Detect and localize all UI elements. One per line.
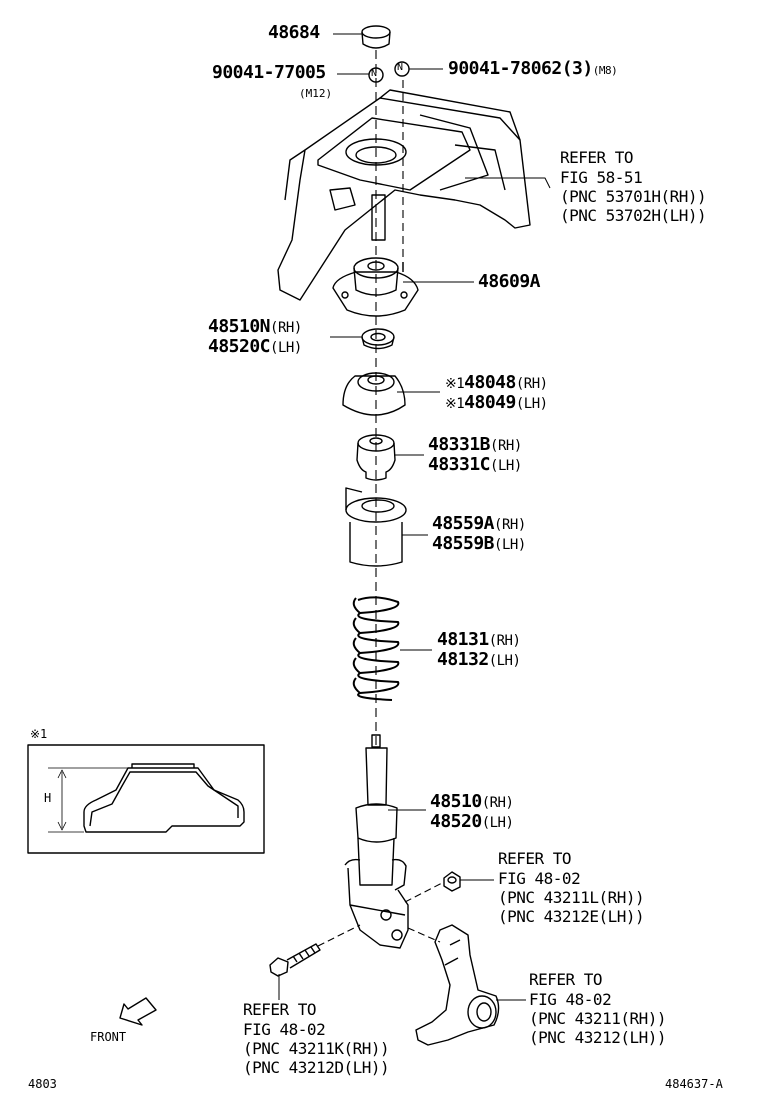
- ref-bolt-line4: (PNC 43212D(LH)): [243, 1058, 390, 1077]
- label-90041-77005-size: (M12): [299, 87, 333, 100]
- nut-symbol-left: N: [371, 68, 378, 79]
- footer-left: 4803: [28, 1077, 57, 1091]
- label-48331b: 48331B(RH): [428, 434, 522, 455]
- ref-nut-line1: REFER TO: [498, 849, 572, 868]
- label-90041-77005: 90041-77005: [212, 62, 326, 83]
- ref-top-line3: (PNC 53701H(RH)): [560, 187, 707, 206]
- strut-48510: [344, 734, 409, 949]
- label-48559a: 48559A(RH): [432, 513, 526, 534]
- inset-mark: ※1: [30, 727, 48, 741]
- label-48331c: 48331C(LH): [428, 454, 522, 475]
- ref-knuckle-line4: (PNC 43212(LH)): [529, 1028, 667, 1047]
- ref-top-line1: REFER TO: [560, 148, 634, 167]
- label-48684: 48684: [268, 22, 320, 43]
- bearing-48510n: [361, 328, 395, 350]
- ref-nut-line2: FIG 48-02: [498, 869, 581, 888]
- nut-symbol-right: N: [397, 62, 404, 73]
- ref-bolt-line1: REFER TO: [243, 1000, 317, 1019]
- label-48510n: 48510N(RH): [208, 316, 302, 337]
- boot-48559a: [345, 487, 407, 567]
- ref-bolt-line3: (PNC 43211K(RH)): [243, 1039, 390, 1058]
- label-48049: ※148049(LH): [445, 392, 548, 413]
- label-48609a: 48609A: [478, 271, 541, 292]
- nut-marker-left: [368, 67, 384, 83]
- bumper-48331b: [356, 434, 396, 481]
- inset-dim-h: H: [44, 791, 52, 805]
- ref-nut-line4: (PNC 43212E(LH)): [498, 907, 645, 926]
- cap-48684: [361, 25, 391, 49]
- label-90041-78062: 90041-78062(3)(M8): [448, 58, 618, 79]
- label-48520c: 48520C(LH): [208, 336, 302, 357]
- ref-top-line2: FIG 58-51: [560, 168, 643, 187]
- leader-lines: [278, 33, 551, 1001]
- front-arrow-icon: [119, 997, 157, 1026]
- front-label: FRONT: [90, 1030, 127, 1044]
- label-48510: 48510(RH): [430, 791, 514, 812]
- ref-knuckle-line2: FIG 48-02: [529, 990, 612, 1009]
- steering-knuckle: [415, 924, 500, 1046]
- bolt-43211k: [269, 943, 321, 977]
- label-48131: 48131(RH): [437, 629, 521, 650]
- footer-right: 484637-A: [665, 1077, 723, 1091]
- ref-knuckle-line1: REFER TO: [529, 970, 603, 989]
- inset-box: [27, 744, 265, 854]
- ref-bolt-line2: FIG 48-02: [243, 1020, 326, 1039]
- nut-43211l: [443, 871, 461, 892]
- label-48132: 48132(LH): [437, 649, 521, 670]
- support-48609a: [332, 257, 419, 317]
- ref-top-line4: (PNC 53702H(LH)): [560, 206, 707, 225]
- label-48048: ※148048(RH): [445, 372, 548, 393]
- label-48559b: 48559B(LH): [432, 533, 526, 554]
- label-48520: 48520(LH): [430, 811, 514, 832]
- seat-48048: [342, 372, 406, 416]
- ref-nut-line3: (PNC 43211L(RH)): [498, 888, 645, 907]
- coil-spring: [352, 596, 400, 701]
- body-panel: [277, 89, 531, 301]
- ref-knuckle-line3: (PNC 43211(RH)): [529, 1009, 667, 1028]
